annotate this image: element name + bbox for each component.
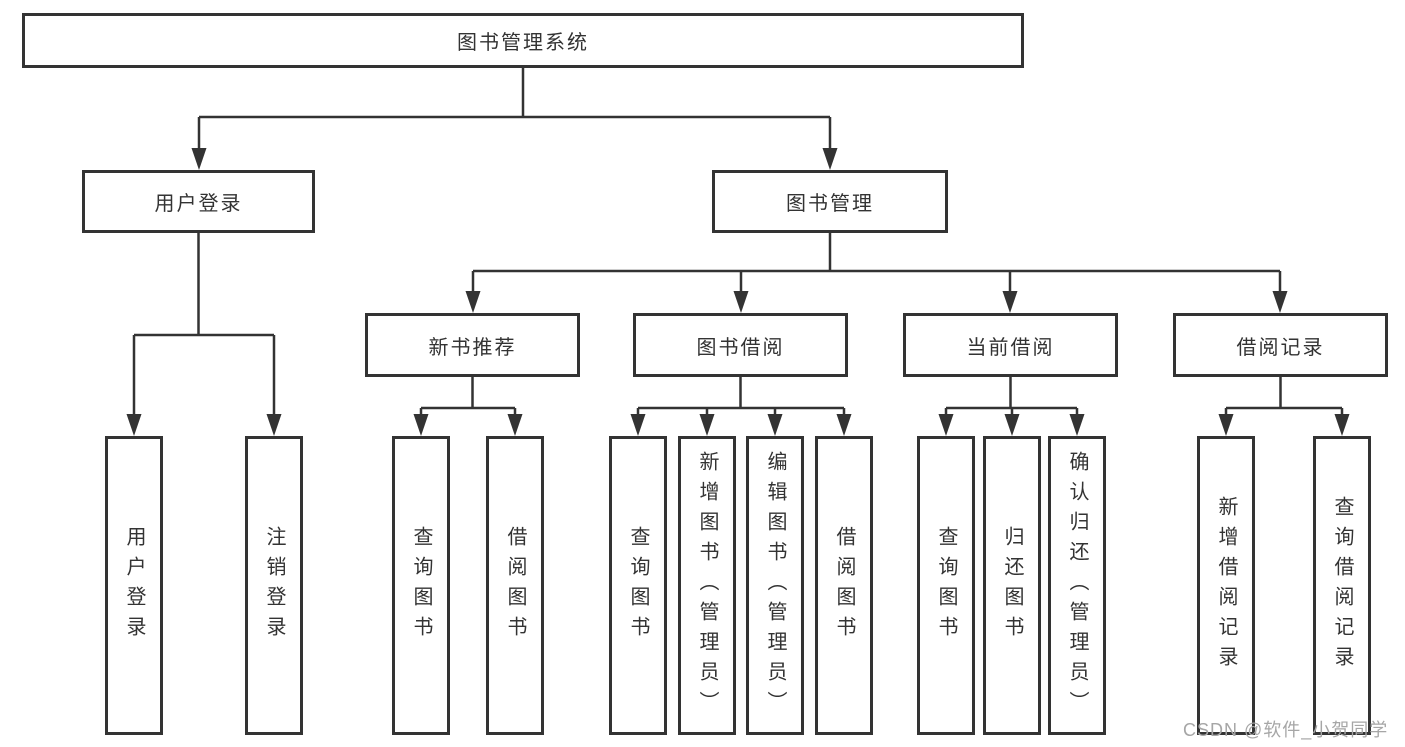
node-leaf-confirm-return-admin: 确认归还（管理员） xyxy=(1048,436,1106,735)
node-leaf-query-books-recommend: 查询图书 xyxy=(392,436,450,735)
node-user-login: 用户登录 xyxy=(82,170,315,233)
node-book-borrow: 图书借阅 xyxy=(633,313,848,377)
node-label: 新书推荐 xyxy=(428,336,517,359)
node-label: 查询借阅记录 xyxy=(1331,495,1353,676)
node-leaf-return-books: 归还图书 xyxy=(983,436,1041,735)
arrowhead xyxy=(767,414,783,436)
arrowhead xyxy=(465,291,481,313)
node-leaf-borrow-books-recommend: 借阅图书 xyxy=(486,436,544,735)
node-current-borrow: 当前借阅 xyxy=(903,313,1118,377)
node-label: 借阅图书 xyxy=(833,525,855,646)
node-new-book-recommend: 新书推荐 xyxy=(365,313,580,377)
node-label: 借阅记录 xyxy=(1236,336,1325,359)
node-label: 查询图书 xyxy=(410,525,432,646)
node-label: 确认归还（管理员） xyxy=(1066,450,1088,721)
arrowhead xyxy=(822,148,838,170)
node-leaf-add-book-admin: 新增图书（管理员） xyxy=(678,436,736,735)
node-label: 查询图书 xyxy=(935,525,957,646)
node-label: 用户登录 xyxy=(154,193,243,215)
arrowhead xyxy=(126,414,142,436)
edge-current-borrow-to-children xyxy=(944,377,1079,420)
node-leaf-user-login: 用户登录 xyxy=(105,436,163,735)
node-leaf-query-books-current: 查询图书 xyxy=(917,436,975,735)
node-label: 注销登录 xyxy=(263,525,285,646)
node-label: 用户登录 xyxy=(123,525,145,646)
arrowhead xyxy=(938,414,954,436)
edge-book-borrow-to-children xyxy=(636,377,846,420)
arrowhead xyxy=(733,291,749,313)
arrowhead xyxy=(266,414,282,436)
edge-borrow-records-to-children xyxy=(1224,377,1344,420)
arrowhead xyxy=(836,414,852,436)
arrowhead xyxy=(630,414,646,436)
node-label: 编辑图书（管理员） xyxy=(764,450,786,721)
node-label: 图书借阅 xyxy=(696,336,785,359)
arrowhead xyxy=(1334,414,1350,436)
node-root: 图书管理系统 xyxy=(22,13,1024,68)
node-leaf-edit-book-admin: 编辑图书（管理员） xyxy=(746,436,804,735)
node-leaf-query-books-borrow: 查询图书 xyxy=(609,436,667,735)
edge-book-management-to-children xyxy=(471,233,1282,298)
node-leaf-logout: 注销登录 xyxy=(245,436,303,735)
node-leaf-query-borrow-record: 查询借阅记录 xyxy=(1313,436,1371,735)
arrowhead xyxy=(699,414,715,436)
node-label: 借阅图书 xyxy=(504,525,526,646)
node-leaf-borrow-books: 借阅图书 xyxy=(815,436,873,735)
node-label: 图书管理系统 xyxy=(457,32,589,54)
edge-user-login-to-children xyxy=(132,233,276,420)
node-label: 图书管理 xyxy=(786,193,874,215)
arrowhead xyxy=(1004,414,1020,436)
node-label: 新增借阅记录 xyxy=(1215,495,1237,676)
edge-root-to-level2 xyxy=(197,68,832,155)
arrowhead xyxy=(413,414,429,436)
node-label: 归还图书 xyxy=(1001,525,1023,646)
arrowhead xyxy=(1002,291,1018,313)
edge-new-book-recommend-to-children xyxy=(419,377,517,420)
node-label: 查询图书 xyxy=(627,525,649,646)
arrowhead xyxy=(1218,414,1234,436)
node-label: 新增图书（管理员） xyxy=(696,450,718,721)
arrowhead xyxy=(507,414,523,436)
arrowhead xyxy=(1272,291,1288,313)
node-label: 当前借阅 xyxy=(966,336,1055,359)
node-borrow-records: 借阅记录 xyxy=(1173,313,1388,377)
arrowhead xyxy=(1069,414,1085,436)
arrowhead xyxy=(191,148,207,170)
node-leaf-add-borrow-record: 新增借阅记录 xyxy=(1197,436,1255,735)
watermark: CSDN @软件_小贺同学 xyxy=(1183,720,1389,740)
node-book-management: 图书管理 xyxy=(712,170,948,233)
